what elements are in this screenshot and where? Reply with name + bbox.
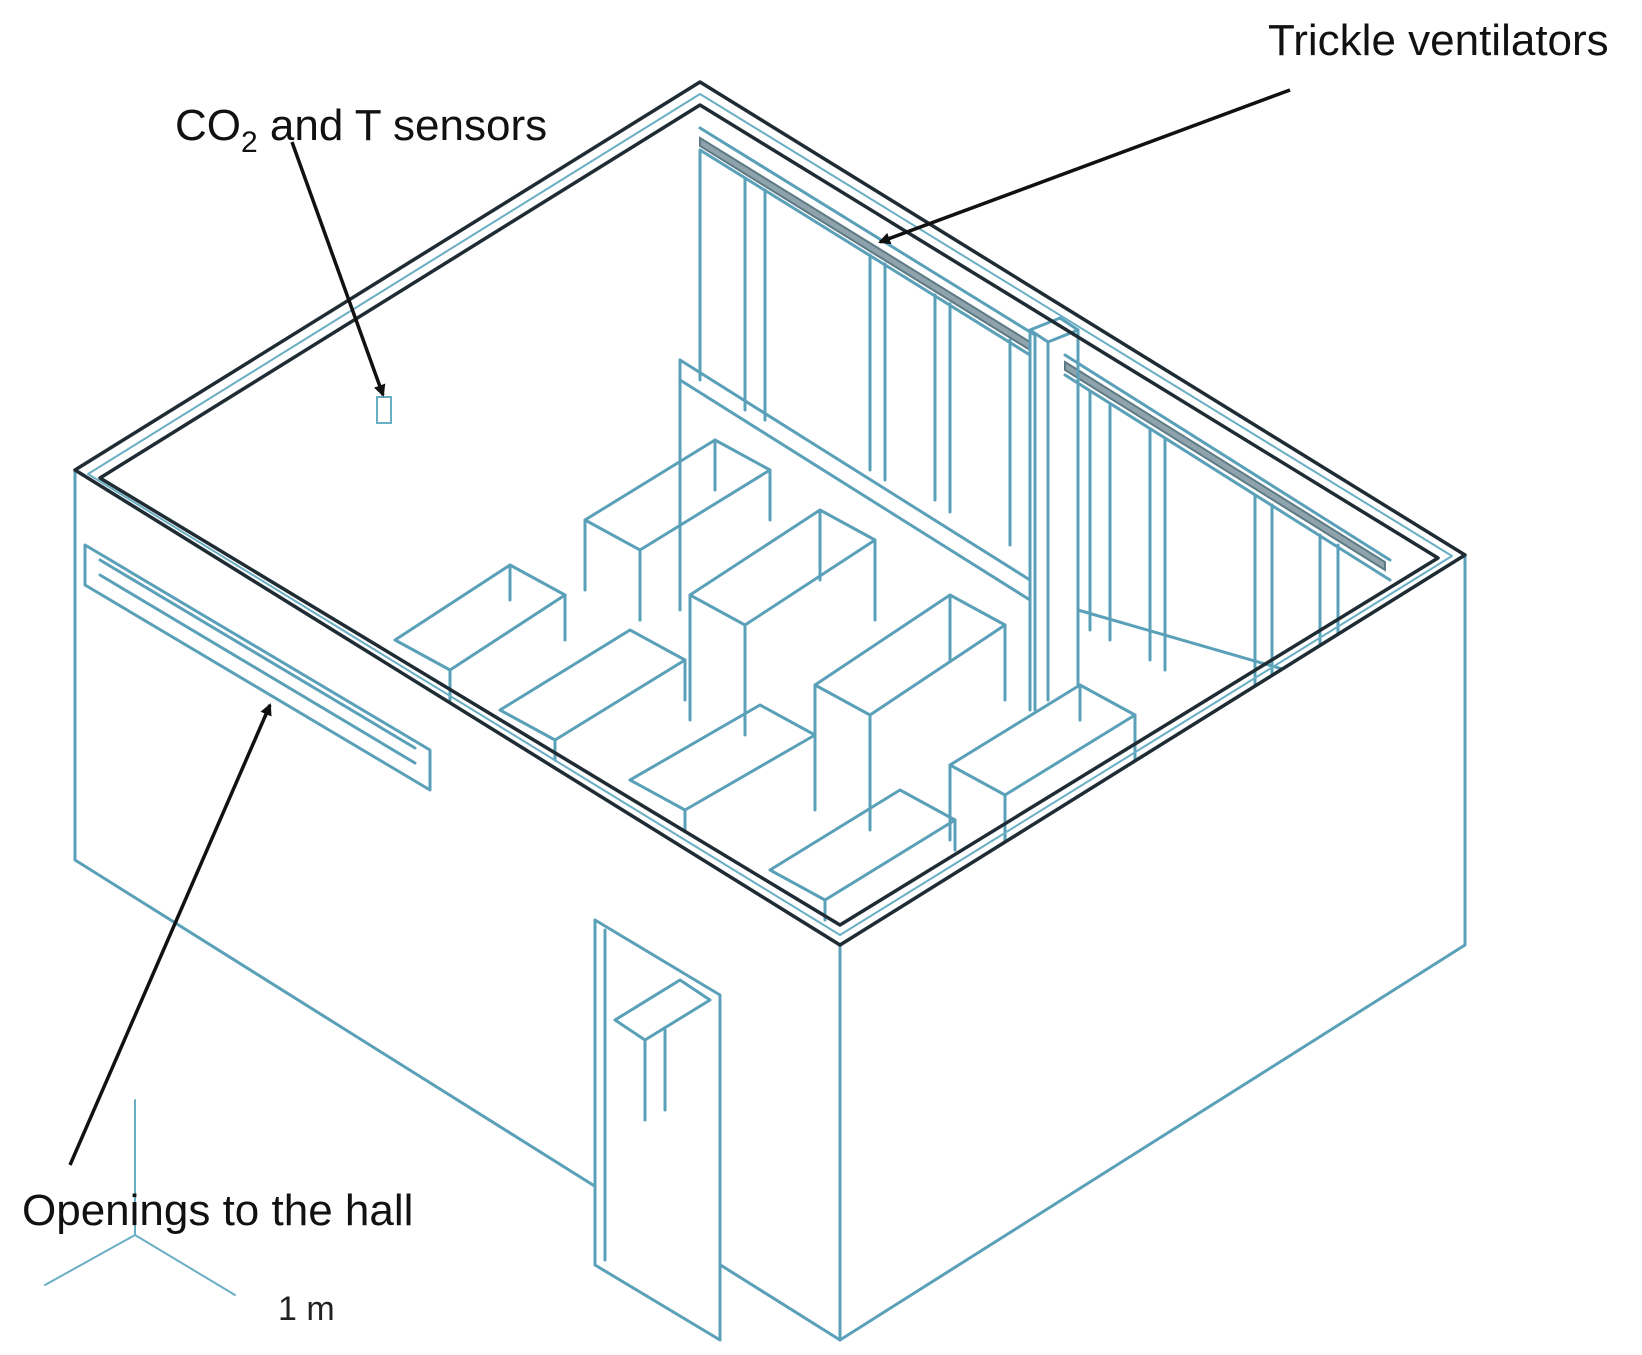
desk [628, 703, 817, 832]
trickle-ventilators-label: Trickle ventilators [1268, 16, 1609, 65]
column [1028, 316, 1080, 712]
openings-to-hall-label: Openings to the hall [22, 1186, 413, 1235]
desk [393, 563, 567, 702]
desk [498, 628, 687, 762]
arrow-trickle-ventilators [878, 88, 1291, 245]
trickle-ventilator-strips [699, 136, 1386, 572]
arrow-openings-hall [68, 703, 272, 1166]
annotation-arrows [68, 88, 1291, 1166]
hall-openings-slot [83, 543, 432, 792]
room-interior [393, 100, 1440, 922]
axis-gizmo [44, 1099, 236, 1296]
co2-sensor-label: CO2 and T sensors [175, 101, 547, 159]
scale-label: 1 m [278, 1290, 335, 1328]
desk [583, 438, 772, 622]
arrow-co2-sensors [290, 141, 386, 397]
door-opening [593, 918, 722, 1342]
desk [688, 508, 877, 737]
desks [393, 438, 1137, 922]
co2-t-sensor-box [376, 396, 392, 424]
